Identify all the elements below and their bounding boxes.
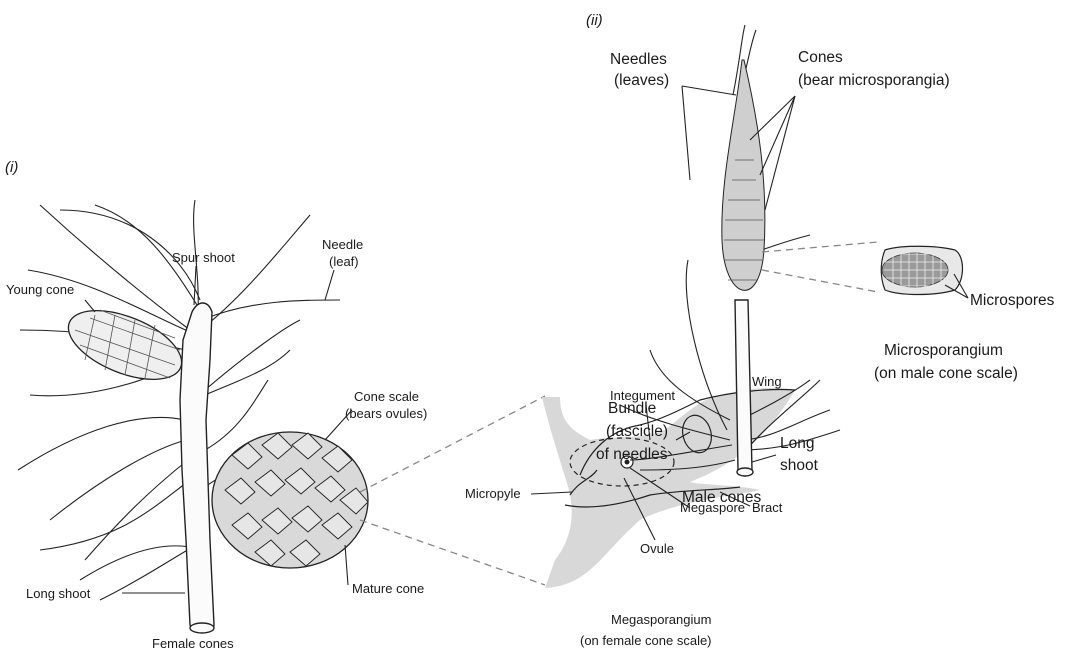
spur-shoot-label: Spur shoot	[172, 250, 235, 265]
microsporangium-illustration	[762, 242, 963, 295]
bundle-label-line1: Bundle	[608, 400, 656, 417]
cones-label-line2: (bear microsporangia)	[798, 72, 950, 89]
wing-label: Wing	[752, 374, 782, 389]
cones-label-line1: Cones	[798, 49, 843, 66]
megasporangium-caption-line2: (on female cone scale)	[580, 633, 712, 648]
ovule-label: Ovule	[640, 541, 674, 556]
young-cone-shape	[59, 297, 191, 394]
long-shoot-male-label-line1: Long	[780, 435, 814, 452]
male-cones-caption: Male cones	[682, 489, 762, 506]
young-cone-label: Young cone	[6, 282, 74, 297]
mature-cone-label: Mature cone	[352, 581, 424, 596]
needle-label-line1: Needle	[322, 237, 363, 252]
panel-i-marker: (i)	[5, 159, 18, 176]
microsporangium-caption-line1: Microsporangium	[884, 342, 1003, 359]
needle-label-line2: (leaf)	[329, 254, 359, 269]
female-cones-caption: Female cones	[152, 636, 234, 651]
megasporangium-caption-line1: Megasporangium	[611, 612, 711, 627]
panel-ii-marker: (ii)	[586, 12, 603, 29]
stem-cut-end	[190, 623, 214, 633]
bundle-label-line2: (fascicle)	[606, 423, 668, 440]
mature-cone-shape	[212, 432, 368, 568]
cone-scale-label-line2: (bears ovules)	[345, 406, 427, 421]
microspores-label: Microspores	[970, 292, 1055, 309]
bundle-label-line3: of needles	[596, 446, 668, 463]
needles-label-line1: Needles	[610, 51, 667, 68]
microsporangium-caption-line2: (on male cone scale)	[874, 365, 1018, 382]
micropyle-label: Micropyle	[465, 486, 521, 501]
cone-scale-label-line1: Cone scale	[354, 389, 419, 404]
long-shoot-label: Long shoot	[26, 586, 91, 601]
long-shoot-male-label-line2: shoot	[780, 457, 819, 474]
needles-label-line2: (leaves)	[614, 72, 669, 89]
female-stem	[180, 303, 214, 630]
